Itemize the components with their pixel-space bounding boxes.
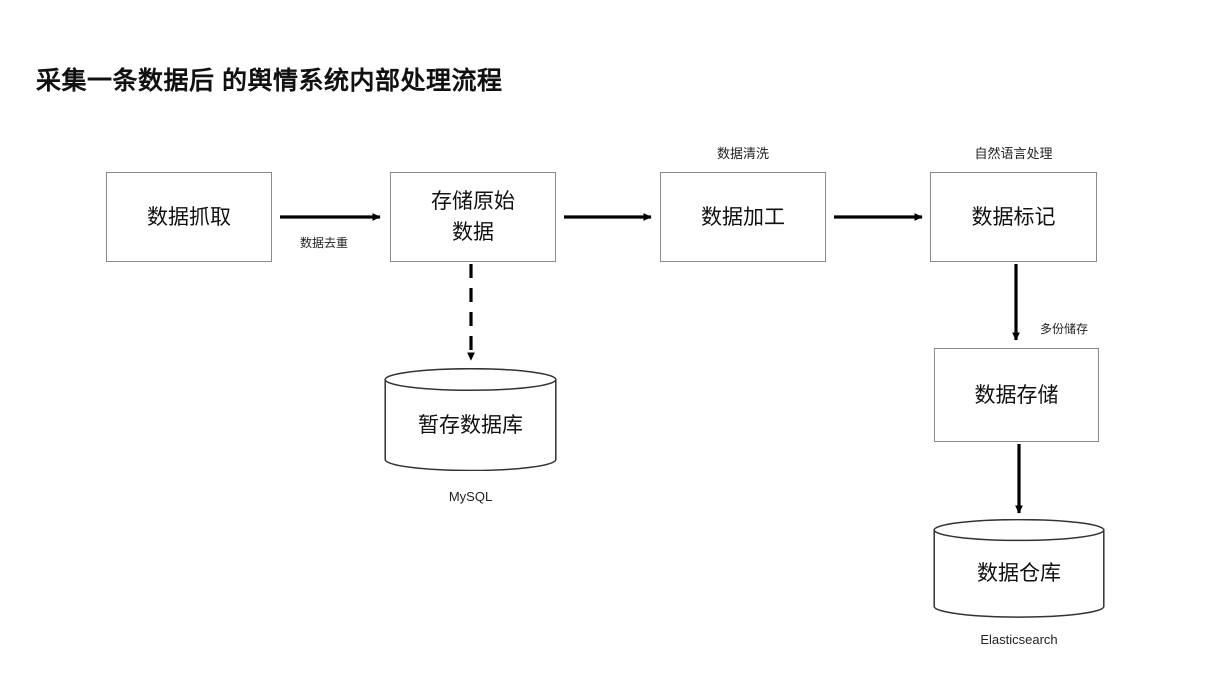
node-data-fetch[interactable]: 数据抓取: [106, 172, 272, 262]
node-data-warehouse[interactable]: 数据仓库: [933, 518, 1105, 618]
caption-elasticsearch: Elasticsearch: [980, 632, 1058, 647]
node-data-tagging[interactable]: 数据标记: [930, 172, 1097, 262]
node-data-tagging-label: 数据标记: [971, 205, 1056, 229]
cylinder-shape-warehouse: [933, 518, 1105, 618]
edge-label-multi-copy: 多份储存: [1040, 322, 1089, 336]
caption-mysql: MySQL: [448, 489, 493, 504]
caption-nlp: 自然语言处理: [974, 146, 1053, 161]
caption-data-cleaning: 数据清洗: [716, 146, 769, 161]
node-raw-storage-label: 存储原始 数据: [431, 190, 515, 244]
node-data-storage-label: 数据存储: [974, 383, 1059, 407]
node-raw-storage[interactable]: 存储原始 数据: [390, 172, 556, 262]
node-data-storage[interactable]: 数据存储: [934, 348, 1099, 442]
cylinder-shape-temp-db: [384, 367, 557, 472]
node-data-processing[interactable]: 数据加工: [660, 172, 826, 262]
page-title: 采集一条数据后 的舆情系统内部处理流程: [36, 67, 503, 95]
node-data-fetch-label: 数据抓取: [147, 205, 231, 229]
node-data-processing-label: 数据加工: [701, 205, 785, 229]
edge-label-dedup: 数据去重: [300, 236, 349, 250]
node-temp-database[interactable]: 暂存数据库: [384, 367, 557, 472]
